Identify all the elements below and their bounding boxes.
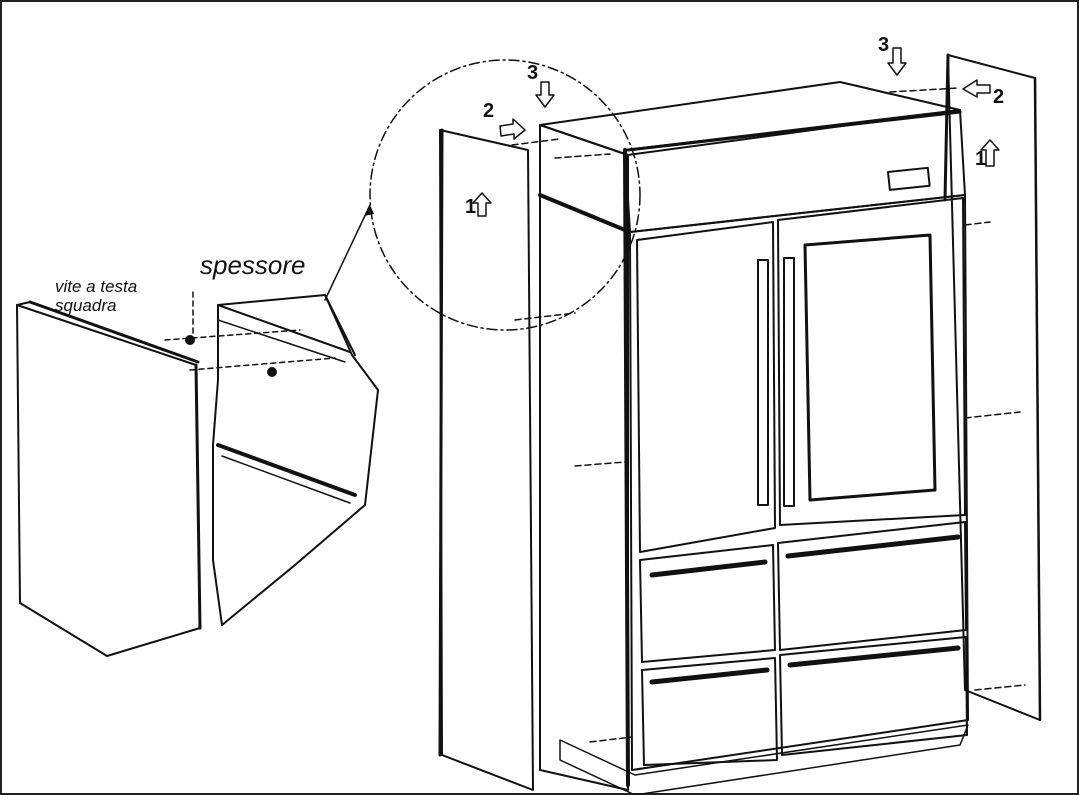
refrigerator xyxy=(559,109,969,795)
step-number-left-2: 2 xyxy=(483,100,495,122)
step-number-right-1: 1 xyxy=(975,148,987,170)
drawer-3 xyxy=(641,657,778,766)
up-arrow-icon xyxy=(472,192,492,217)
drawer-4 xyxy=(779,636,968,756)
right-door-handle xyxy=(783,257,795,507)
step-number-right-2: 2 xyxy=(993,86,1005,108)
detail-cabinet-corner xyxy=(212,294,379,626)
step-number-left-1: 1 xyxy=(465,196,477,218)
screw-hole-icon xyxy=(267,367,277,377)
right-arrow-icon xyxy=(499,118,526,140)
step-number-left-3: 3 xyxy=(527,62,539,84)
right-side-panel xyxy=(943,53,1042,722)
screw-label-line2: squadra xyxy=(55,296,117,315)
step-number-right-3: 3 xyxy=(878,34,890,56)
glass-door-window xyxy=(803,233,937,502)
spacer-label: spessore xyxy=(200,250,306,280)
down-arrow-icon xyxy=(535,81,555,108)
zoom-connector-line xyxy=(324,204,371,301)
zoom-circle xyxy=(369,59,641,331)
screw-guide-lines xyxy=(511,87,1026,743)
screw-icon xyxy=(185,335,195,345)
down-arrow-icon xyxy=(887,47,907,76)
detail-side-panel xyxy=(16,300,202,657)
detail-screw-guides xyxy=(164,287,336,371)
left-arrow-icon xyxy=(962,79,991,98)
up-arrow-icon xyxy=(980,139,1000,167)
drawer-2 xyxy=(777,521,967,651)
left-side-panel xyxy=(438,128,534,791)
left-door-handle xyxy=(757,259,769,506)
screw-label-line1: vite a testa xyxy=(55,277,138,296)
control-panel xyxy=(887,166,931,191)
drawer-1 xyxy=(639,544,776,663)
